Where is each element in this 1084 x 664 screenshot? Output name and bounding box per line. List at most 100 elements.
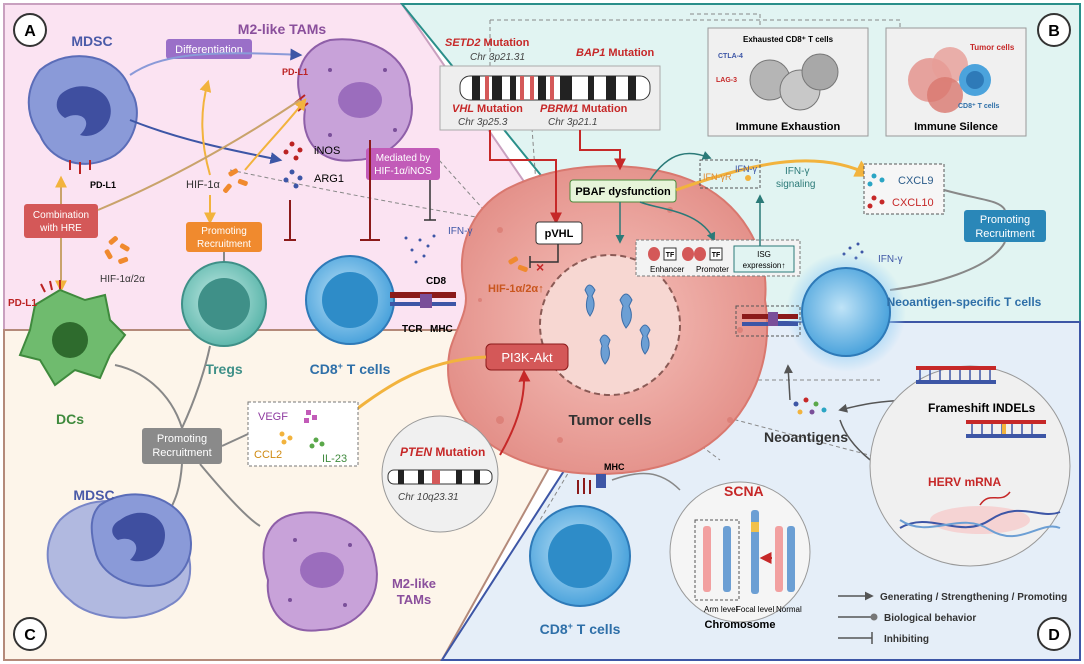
gene-expression-box: TF TF Enhancer Promoter ISG expression↑ (635, 239, 801, 277)
vhl-to-pvhl-arrow (489, 130, 562, 225)
panel-label-b: B (1037, 13, 1071, 47)
svg-text:Immune Exhaustion: Immune Exhaustion (736, 121, 841, 133)
svg-text:A: A (24, 23, 36, 40)
svg-text:with HRE: with HRE (39, 223, 82, 234)
scna-circle: SCNA Arm level Focal level Normal Chromo… (669, 481, 811, 631)
svg-text:Promoting: Promoting (157, 433, 207, 445)
ifng-signaling-label: IFN-γ signaling (776, 166, 815, 190)
mdsc-to-m2-arrow (129, 48, 303, 76)
panel-label-c: C (13, 617, 47, 651)
legend: Generating / Strengthening / Promoting B… (838, 591, 1067, 645)
svg-text:MHC: MHC (430, 324, 453, 335)
neoantigens-group: Neoantigens (764, 397, 848, 445)
svg-text:Combination: Combination (33, 210, 89, 221)
neo-to-synapse (783, 364, 793, 401)
svg-text:M2-like TAMs: M2-like TAMs (238, 21, 327, 37)
svg-text:PTEN Mutation: PTEN Mutation (400, 445, 485, 459)
svg-text:HERV mRNA: HERV mRNA (928, 475, 1001, 489)
cd8-bottom-cell: CD8+ T cells (529, 505, 631, 637)
svg-text:Tregs: Tregs (205, 361, 243, 377)
svg-text:IFN-γ: IFN-γ (785, 166, 809, 177)
mdsc-to-inos-arrow (129, 119, 283, 165)
tumor-cell: Tumor cells (447, 165, 769, 475)
m2-inhibits-cd8 (360, 140, 380, 241)
chromosome-3-box (439, 65, 661, 131)
svg-text:MDSC: MDSC (73, 487, 114, 503)
svg-text:Frameshift INDELs: Frameshift INDELs (928, 401, 1036, 415)
pbrm1-to-pbaf-arrow (579, 130, 626, 171)
m2-inhibits-tcell (284, 200, 296, 241)
hif1a-group: HIF-1α (186, 168, 248, 193)
panel-label-d: D (1037, 617, 1071, 651)
differentiation-box: Differentiation (166, 39, 252, 59)
svg-text:Chr 3p21.31: Chr 3p21.31 (470, 52, 525, 63)
legend-generating: Generating / Strengthening / Promoting (838, 591, 1067, 603)
svg-text:TF: TF (666, 252, 675, 259)
tregs-cell: Tregs (181, 261, 267, 377)
svg-text:Chr 3p21.1: Chr 3p21.1 (548, 117, 597, 128)
promoting-recruitment-right: Promoting Recruitment (964, 210, 1046, 242)
svg-text:CCL2: CCL2 (254, 449, 282, 461)
immune-silence-panel: Tumor cells CD8⁺ T cells Immune Silence (885, 27, 1027, 137)
hif-tumor-group: HIF-1α/2α↑ (488, 256, 544, 295)
svg-text:iNOS: iNOS (314, 145, 340, 157)
svg-text:ARG1: ARG1 (314, 173, 344, 185)
svg-text:DCs: DCs (56, 411, 84, 427)
panel-label-a: A (13, 13, 47, 47)
svg-text:Neoantigen-specific T cells: Neoantigen-specific T cells (887, 295, 1042, 309)
pten-circle: PTEN Mutation Chr 10q23.31 (381, 415, 499, 533)
cytokines-box: VEGF CCL2 IL-23 (247, 401, 359, 467)
tcr-mhc-synapse: CD8 TCR MHC (390, 276, 456, 335)
svg-text:MHC: MHC (604, 462, 625, 472)
svg-text:BAP1 Mutation: BAP1 Mutation (576, 47, 655, 59)
promote-to-neo-t (889, 241, 1006, 291)
svg-text:Generating / Strengthening / P: Generating / Strengthening / Promoting (880, 592, 1067, 603)
mdsc-top-cell: MDSC (27, 33, 138, 165)
arg1-molecules: ARG1 (283, 169, 344, 189)
yellow-arrow-to-cxcl (675, 159, 874, 192)
svg-text:HIF-1α: HIF-1α (186, 179, 221, 191)
svg-text:Normal: Normal (776, 605, 802, 614)
svg-text:CD8+ T cells: CD8+ T cells (540, 621, 621, 637)
combination-box: Combination with HRE (24, 204, 98, 238)
svg-text:TF: TF (712, 252, 721, 259)
svg-text:Recruitment: Recruitment (197, 239, 251, 250)
svg-text:MDSC: MDSC (71, 33, 112, 49)
svg-text:IFN-γR: IFN-γR (703, 172, 732, 182)
svg-text:ISG: ISG (757, 250, 771, 259)
mdsc-bottom-cell: MDSC (46, 487, 192, 619)
inos-molecules: iNOS (283, 141, 340, 161)
svg-text:CXCL10: CXCL10 (892, 197, 934, 209)
m2-top-cell: M2-like TAMs (238, 21, 413, 162)
cxcl-box: CXCL9 CXCL10 (863, 163, 945, 215)
svg-text:HIF-1α/2α↑: HIF-1α/2α↑ (488, 283, 544, 295)
svg-text:Immune Silence: Immune Silence (914, 121, 998, 133)
svg-text:TCR: TCR (402, 324, 423, 335)
legend-biological: Biological behavior (838, 613, 976, 624)
svg-text:Recruitment: Recruitment (152, 447, 211, 459)
hif-to-diff-arrow (199, 79, 212, 176)
svg-text:Exhausted CD8⁺ T cells: Exhausted CD8⁺ T cells (743, 35, 834, 44)
svg-text:Mediated by: Mediated by (376, 153, 430, 164)
svg-text:Tumor cells: Tumor cells (970, 43, 1015, 52)
pbaf-to-ifngr (649, 151, 712, 181)
pten-to-pi3k (499, 369, 531, 456)
svg-text:IFN-γ: IFN-γ (878, 254, 902, 265)
svg-text:PBRM1 Mutation: PBRM1 Mutation (540, 103, 628, 115)
cxcl-to-promote (943, 189, 1006, 211)
pvhl-box: pVHL (535, 221, 583, 245)
neoantigen-t-cell: Neoantigen-specific T cells (786, 252, 1042, 372)
setd2-label: SETD2 Mutation Chr 3p21.31 (445, 37, 530, 63)
svg-text:CD8⁺ T cells: CD8⁺ T cells (958, 103, 1000, 110)
combination-to-m2 (97, 99, 301, 211)
svg-text:HIF-1α/iNOS: HIF-1α/iNOS (374, 166, 432, 177)
svg-text:PD-L1: PD-L1 (8, 298, 37, 309)
pd-l1-mdsc: PD-L1 (69, 160, 116, 190)
svg-text:M2-like: M2-like (392, 576, 436, 591)
svg-text:Promoting: Promoting (201, 226, 247, 237)
svg-text:signaling: signaling (776, 179, 815, 190)
svg-text:Focal level: Focal level (736, 605, 774, 614)
svg-text:Neoantigens: Neoantigens (764, 429, 848, 445)
svg-text:CTLA-4: CTLA-4 (718, 53, 743, 60)
